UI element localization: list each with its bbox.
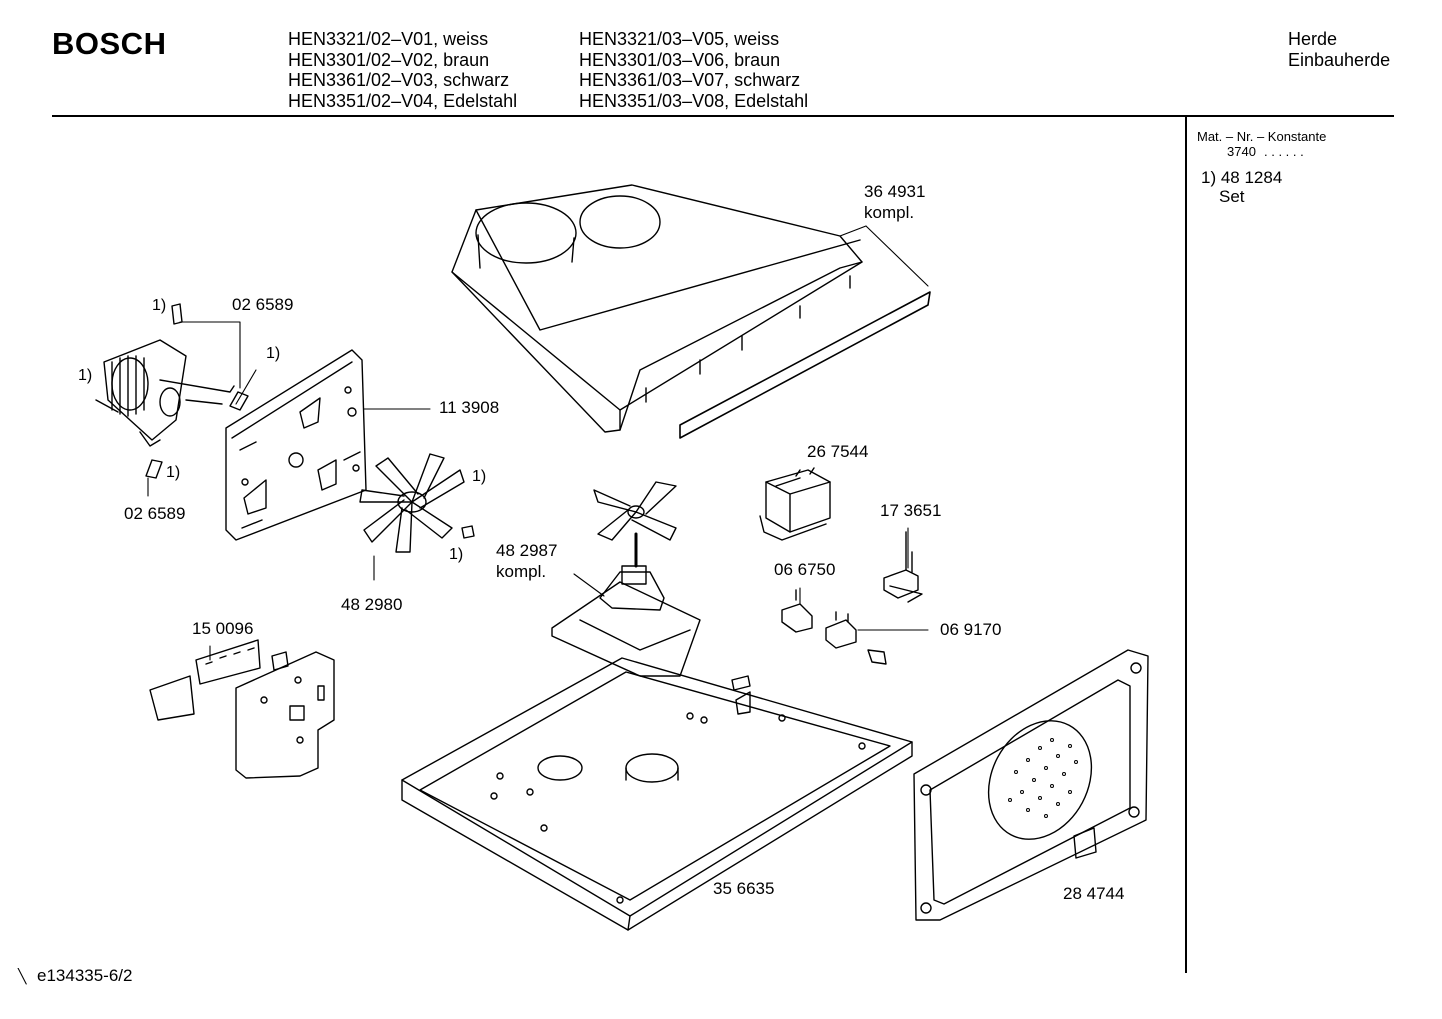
part-label: 02 6589	[232, 295, 294, 314]
part-label-sub: kompl.	[496, 562, 547, 581]
part-label: 48 2987	[496, 541, 558, 560]
drawing-id: e134335-6/2	[37, 966, 133, 985]
header-divider	[52, 115, 1394, 117]
base-plate-part	[401, 657, 913, 931]
part-label: 28 4744	[1063, 884, 1125, 903]
fan-wheel-part	[359, 453, 465, 553]
model-list-1: HEN3321/02–V01, weiss HEN3301/02–V02, br…	[288, 29, 517, 111]
footnote-mark: 1)	[472, 468, 487, 485]
temp-switch-part	[883, 531, 923, 603]
footnote-mark: 1)	[166, 464, 181, 481]
motor-plate-part	[225, 349, 367, 541]
part-label: 06 9170	[940, 620, 1002, 639]
brand-logo: BOSCH	[52, 26, 167, 61]
footnote-mark: 1)	[266, 345, 281, 362]
part-label: 17 3651	[880, 501, 942, 520]
footnote-mark: 1)	[78, 367, 93, 384]
cover-duct-part	[451, 184, 931, 439]
part-label: 11 3908	[439, 398, 500, 417]
category-line: Herde	[1288, 29, 1338, 49]
part-label: 02 6589	[124, 504, 186, 523]
rear-panel-part	[913, 649, 1149, 921]
convection-fan-part	[551, 481, 701, 677]
part-label: 36 4931	[864, 182, 926, 201]
footnote-mark: 1)	[449, 546, 464, 563]
footer-tick-icon: ╲	[18, 968, 27, 984]
part-label: 15 0096	[192, 619, 254, 638]
model-line: HEN3351/02–V04, Edelstahl	[288, 90, 518, 111]
model-list-2: HEN3321/03–V05, weiss HEN3301/03–V06, br…	[579, 29, 808, 111]
note-ref: 1) 48 1284	[1201, 168, 1283, 187]
constant-title: Mat. – Nr. – Konstante	[1197, 129, 1327, 144]
constant-dots: . . . . . .	[1264, 144, 1304, 159]
category: Herde Einbauherde	[1288, 29, 1390, 70]
model-line: HEN3361/02–V03, schwarz	[288, 70, 510, 90]
category-line: Einbauherde	[1288, 49, 1391, 70]
model-line: HEN3301/02–V02, braun	[288, 49, 490, 70]
model-line: HEN3301/03–V06, braun	[579, 49, 781, 70]
part-label: 06 6750	[774, 560, 836, 579]
constant-value: 3740	[1227, 144, 1256, 159]
part-label-sub: kompl.	[864, 203, 915, 222]
fan-cover-perforation	[1008, 738, 1078, 818]
model-line: HEN3361/03–V07, schwarz	[579, 70, 801, 90]
electronics-board-part	[149, 639, 335, 779]
model-line: HEN3351/03–V08, Edelstahl	[579, 90, 809, 111]
part-label: 48 2980	[341, 595, 403, 614]
transformer-part	[759, 467, 831, 541]
sidebar-divider	[1185, 117, 1187, 973]
model-line: HEN3321/02–V01, weiss	[288, 29, 489, 49]
model-line: HEN3321/03–V05, weiss	[579, 29, 780, 49]
footnote-mark: 1)	[152, 297, 167, 314]
part-label: 26 7544	[807, 442, 869, 461]
connector-clips	[145, 303, 475, 539]
part-label: 35 6635	[713, 879, 775, 898]
fan-motor-part	[95, 339, 235, 447]
leader-lines	[147, 225, 929, 661]
switch-parts	[781, 589, 887, 665]
note-text: Set	[1219, 187, 1245, 206]
